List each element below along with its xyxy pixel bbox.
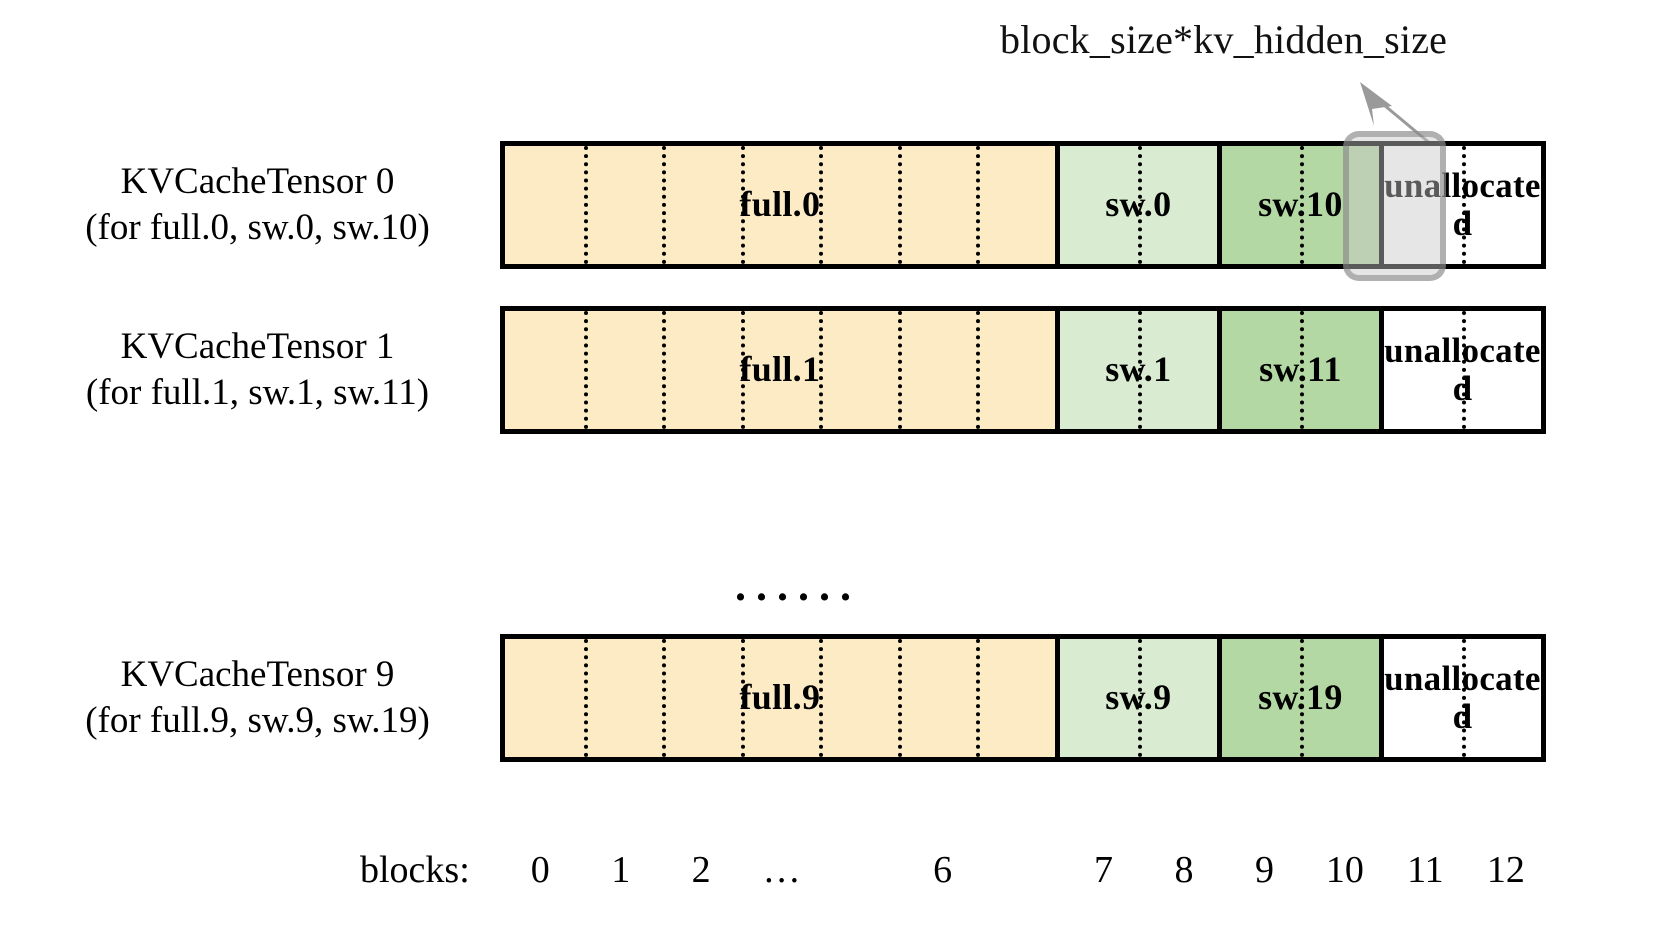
block-tick-10: 10 xyxy=(1325,849,1364,891)
rows-ellipsis: ...... xyxy=(735,561,861,610)
blocks-axis-title: blocks: xyxy=(360,849,470,891)
segment-sw-b-9[interactable]: sw.19 xyxy=(1216,639,1379,757)
annotation-label: block_size*kv_hidden_size xyxy=(1000,17,1448,62)
block-highlight-overlay[interactable] xyxy=(1343,131,1446,281)
segment-unallocated-1-label: unallocated xyxy=(1384,330,1541,408)
tensor-row-9: KVCacheTensor 9 (for full.9, sw.9, sw.19… xyxy=(0,633,1676,763)
block-divider xyxy=(819,311,824,429)
segment-full-0[interactable]: full.0 xyxy=(505,146,1055,264)
block-divider xyxy=(583,146,588,264)
block-tick-ellipsis: … xyxy=(762,849,801,891)
block-divider xyxy=(740,639,745,757)
block-divider xyxy=(897,639,902,757)
block-divider xyxy=(897,146,902,264)
block-tick-11: 11 xyxy=(1407,849,1444,891)
segment-sw-a-9-label: sw.9 xyxy=(1105,677,1172,718)
segment-unallocated-0-label: unallocated xyxy=(1384,165,1541,243)
block-divider xyxy=(976,639,981,757)
block-divider xyxy=(976,311,981,429)
block-divider xyxy=(1462,639,1467,757)
segment-sw-b-1-label: sw.11 xyxy=(1259,349,1342,390)
segment-full-9-label: full.9 xyxy=(739,677,821,718)
segment-unallocated-9[interactable]: unallocated xyxy=(1378,639,1541,757)
block-divider xyxy=(583,639,588,757)
tensor-row-0-label: KVCacheTensor 0 (for full.0, sw.0, sw.10… xyxy=(30,159,485,252)
tensor-row-9-label-line2: (for full.9, sw.9, sw.19) xyxy=(85,700,430,741)
block-divider xyxy=(662,146,667,264)
block-divider xyxy=(1462,146,1467,264)
segment-full-1[interactable]: full.1 xyxy=(505,311,1055,429)
tensor-row-9-label-line1: KVCacheTensor 9 xyxy=(120,653,395,695)
segment-unallocated-9-label: unallocated xyxy=(1384,658,1541,736)
block-tick-0: 0 xyxy=(530,849,550,891)
tensor-row-1-label-line2: (for full.1, sw.1, sw.11) xyxy=(85,372,430,413)
tensor-row-0-label-line1: KVCacheTensor 0 xyxy=(120,160,395,202)
block-divider xyxy=(583,311,588,429)
block-tick-7: 7 xyxy=(1094,849,1113,891)
segment-sw-a-9[interactable]: sw.9 xyxy=(1054,639,1217,757)
block-divider xyxy=(819,639,824,757)
block-divider xyxy=(1300,639,1305,757)
segment-sw-b-0[interactable]: sw.10 xyxy=(1216,146,1379,264)
segment-full-1-label: full.1 xyxy=(739,349,821,390)
segment-sw-a-0[interactable]: sw.0 xyxy=(1054,146,1217,264)
tensor-bar-1: full.1 sw.1 sw.11 unallocated xyxy=(500,306,1546,434)
tensor-bar-9: full.9 sw.9 sw.19 unallocated xyxy=(500,634,1546,762)
block-divider xyxy=(897,311,902,429)
block-tick-9: 9 xyxy=(1254,849,1274,891)
block-divider xyxy=(1138,311,1143,429)
segment-full-9[interactable]: full.9 xyxy=(505,639,1055,757)
block-divider xyxy=(1300,311,1305,429)
block-divider xyxy=(662,639,667,757)
block-divider xyxy=(1462,311,1467,429)
block-divider xyxy=(1138,639,1143,757)
block-divider xyxy=(819,146,824,264)
block-divider xyxy=(976,146,981,264)
block-divider xyxy=(662,311,667,429)
segment-unallocated-1[interactable]: unallocated xyxy=(1378,311,1541,429)
segment-sw-a-1-label: sw.1 xyxy=(1105,349,1172,390)
block-divider xyxy=(1300,146,1305,264)
block-tick-8: 8 xyxy=(1174,849,1194,891)
tensor-row-9-label: KVCacheTensor 9 (for full.9, sw.9, sw.19… xyxy=(30,652,485,745)
segment-sw-a-0-label: sw.0 xyxy=(1105,184,1172,225)
block-tick-6: 6 xyxy=(933,849,953,891)
block-tick-2: 2 xyxy=(691,849,711,891)
blocks-axis-ticks: 0 1 2 … 6 7 8 9 10 11 12 xyxy=(500,848,1546,908)
block-tick-1: 1 xyxy=(611,849,631,891)
tensor-row-0: KVCacheTensor 0 (for full.0, sw.0, sw.10… xyxy=(0,140,1676,270)
segment-sw-a-1[interactable]: sw.1 xyxy=(1054,311,1217,429)
blocks-axis: blocks: 0 1 2 … 6 7 8 9 10 11 12 xyxy=(0,848,1676,908)
segment-sw-b-1[interactable]: sw.11 xyxy=(1216,311,1379,429)
tensor-row-1: KVCacheTensor 1 (for full.1, sw.1, sw.11… xyxy=(0,305,1676,435)
block-tick-12: 12 xyxy=(1486,849,1525,891)
tensor-row-1-label: KVCacheTensor 1 (for full.1, sw.1, sw.11… xyxy=(30,324,485,417)
tensor-row-1-label-line1: KVCacheTensor 1 xyxy=(120,325,395,367)
segment-unallocated-0[interactable]: unallocated xyxy=(1378,146,1541,264)
segment-full-0-label: full.0 xyxy=(739,184,821,225)
tensor-bar-0: full.0 sw.0 sw.10 unallocated xyxy=(500,141,1546,269)
block-divider xyxy=(740,311,745,429)
tensor-row-0-label-line2: (for full.0, sw.0, sw.10) xyxy=(85,207,430,248)
block-divider xyxy=(740,146,745,264)
segment-sw-b-0-label: sw.10 xyxy=(1258,184,1343,225)
block-divider xyxy=(1138,146,1143,264)
segment-sw-b-9-label: sw.19 xyxy=(1258,677,1343,718)
